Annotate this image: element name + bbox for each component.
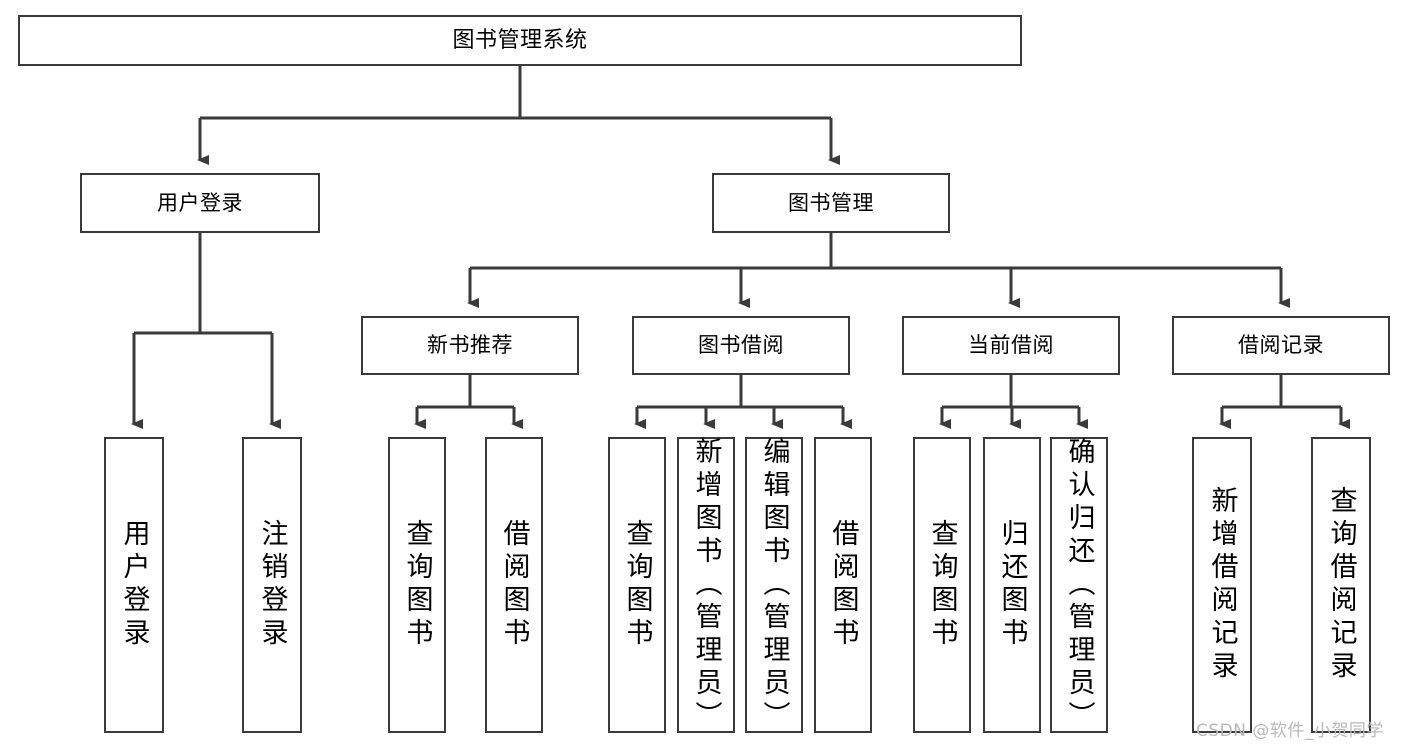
node-leaf-edit-book[interactable]: 编辑图书（管理员） — [745, 436, 803, 734]
watermark: CSDN @软件_小贺同学 — [1196, 721, 1384, 741]
node-leaf-borrow-book-rec-label: 借阅图书 — [498, 519, 530, 651]
node-leaf-query-book-label: 查询图书 — [621, 519, 653, 651]
node-borrow-record[interactable]: 借阅记录 — [1172, 316, 1390, 375]
node-leaf-confirm-return[interactable]: 确认归还（管理员） — [1050, 436, 1108, 734]
node-leaf-add-book-label: 新增图书（管理员） — [690, 436, 722, 734]
node-leaf-query-book-cur-label: 查询图书 — [926, 519, 958, 651]
node-leaf-borrow-book-label: 借阅图书 — [827, 519, 859, 651]
node-leaf-query-record[interactable]: 查询借阅记录 — [1311, 437, 1371, 733]
node-leaf-add-record-label: 新增借阅记录 — [1206, 486, 1238, 684]
node-new-book-rec[interactable]: 新书推荐 — [361, 316, 579, 375]
node-borrow-record-label: 借阅记录 — [1238, 333, 1324, 358]
node-leaf-edit-book-label: 编辑图书（管理员） — [758, 436, 790, 734]
node-leaf-return-book-label: 归还图书 — [996, 519, 1028, 651]
node-leaf-return-book[interactable]: 归还图书 — [983, 437, 1041, 733]
node-user-login[interactable]: 用户登录 — [80, 173, 320, 233]
node-current-borrow-label: 当前借阅 — [968, 333, 1054, 358]
node-book-manage-label: 图书管理 — [788, 190, 874, 215]
node-leaf-user-logout-label: 注销登录 — [256, 519, 288, 651]
node-leaf-borrow-book-rec[interactable]: 借阅图书 — [485, 437, 543, 733]
node-book-manage[interactable]: 图书管理 — [712, 173, 950, 233]
node-leaf-user-logout[interactable]: 注销登录 — [242, 437, 302, 733]
node-leaf-add-book[interactable]: 新增图书（管理员） — [677, 436, 735, 734]
node-root[interactable]: 图书管理系统 — [18, 15, 1022, 66]
node-leaf-query-book-rec[interactable]: 查询图书 — [388, 437, 446, 733]
node-user-login-label: 用户登录 — [157, 190, 243, 215]
node-leaf-query-book[interactable]: 查询图书 — [608, 437, 666, 733]
node-book-borrow[interactable]: 图书借阅 — [632, 316, 850, 375]
node-leaf-query-book-rec-label: 查询图书 — [401, 519, 433, 651]
node-leaf-user-login-label: 用户登录 — [118, 519, 150, 651]
node-root-label: 图书管理系统 — [452, 27, 588, 53]
node-leaf-query-record-label: 查询借阅记录 — [1325, 486, 1357, 684]
node-leaf-confirm-return-label: 确认归还（管理员） — [1063, 436, 1095, 734]
node-book-borrow-label: 图书借阅 — [698, 333, 784, 358]
node-current-borrow[interactable]: 当前借阅 — [902, 316, 1120, 375]
node-new-book-rec-label: 新书推荐 — [427, 333, 513, 358]
node-leaf-borrow-book[interactable]: 借阅图书 — [814, 437, 872, 733]
node-leaf-add-record[interactable]: 新增借阅记录 — [1192, 437, 1252, 733]
node-leaf-query-book-cur[interactable]: 查询图书 — [913, 437, 971, 733]
node-leaf-user-login[interactable]: 用户登录 — [104, 437, 164, 733]
